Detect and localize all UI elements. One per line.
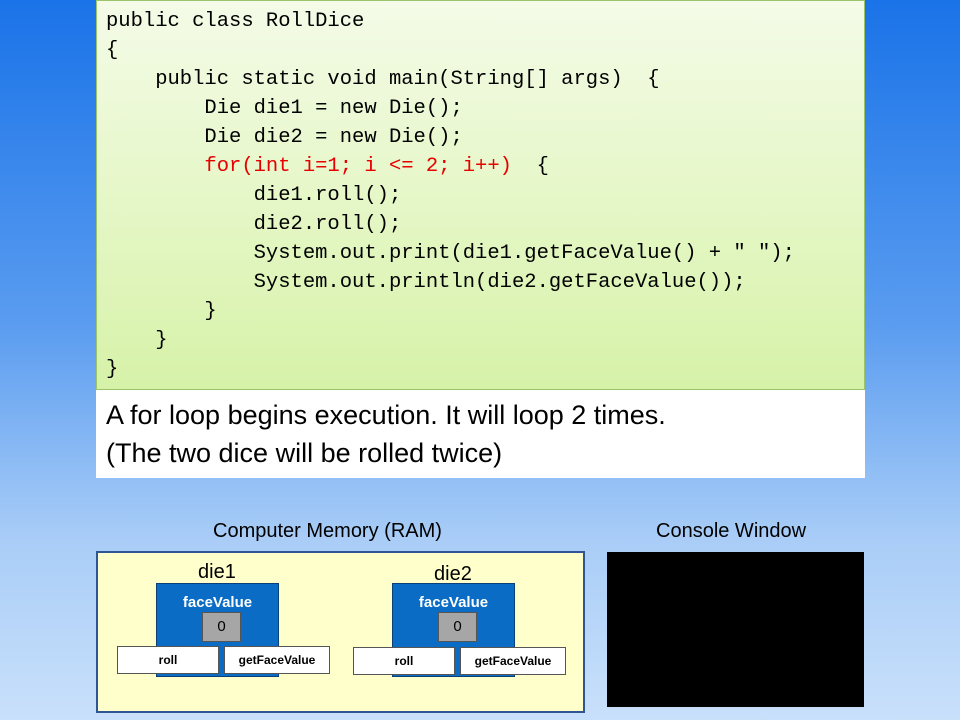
code-line: System.out.print(die1.getFaceValue() + "… — [106, 242, 795, 265]
code-line: Die die1 = new Die(); — [106, 97, 463, 120]
memory-panel: die1 faceValue 0 roll getFaceValue die2 … — [96, 551, 585, 713]
code-line: } — [106, 300, 217, 323]
object-name-die1: die1 — [198, 561, 236, 583]
code-line: } — [106, 358, 119, 381]
console-output — [607, 552, 864, 564]
caption-line-2: (The two dice will be rolled twice) — [106, 438, 503, 468]
code-panel: public class RollDice { public static vo… — [96, 0, 865, 390]
loop-open-brace: { — [511, 155, 549, 178]
field-name: faceValue — [182, 594, 253, 611]
memory-title: Computer Memory (RAM) — [213, 520, 442, 542]
field-name: faceValue — [418, 594, 489, 611]
code-line: public class RollDice — [106, 10, 365, 33]
console-window — [607, 552, 864, 707]
for-loop-header: for(int i=1; i <= 2; i++) — [106, 155, 512, 178]
code-line: Die die2 = new Die(); — [106, 126, 463, 149]
code-line: } — [106, 329, 168, 352]
object-name-die2: die2 — [434, 563, 472, 585]
field-value: 0 — [202, 612, 241, 642]
code-line: System.out.println(die2.getFaceValue()); — [106, 271, 746, 294]
method-roll: roll — [117, 646, 219, 674]
field-value: 0 — [438, 612, 477, 642]
code-line: die1.roll(); — [106, 184, 402, 207]
method-roll: roll — [353, 647, 455, 675]
method-getfacevalue: getFaceValue — [460, 647, 566, 675]
console-title: Console Window — [656, 520, 807, 542]
method-getfacevalue: getFaceValue — [224, 646, 330, 674]
code-line: die2.roll(); — [106, 213, 402, 236]
code-line: { — [106, 39, 119, 62]
explanation-caption: A for loop begins execution. It will loo… — [96, 390, 865, 478]
caption-line-1: A for loop begins execution. It will loo… — [106, 400, 666, 430]
highlighted-code-line: for(int i=1; i <= 2; i++) { — [106, 152, 864, 181]
code-line: public static void main(String[] args) { — [106, 68, 660, 91]
